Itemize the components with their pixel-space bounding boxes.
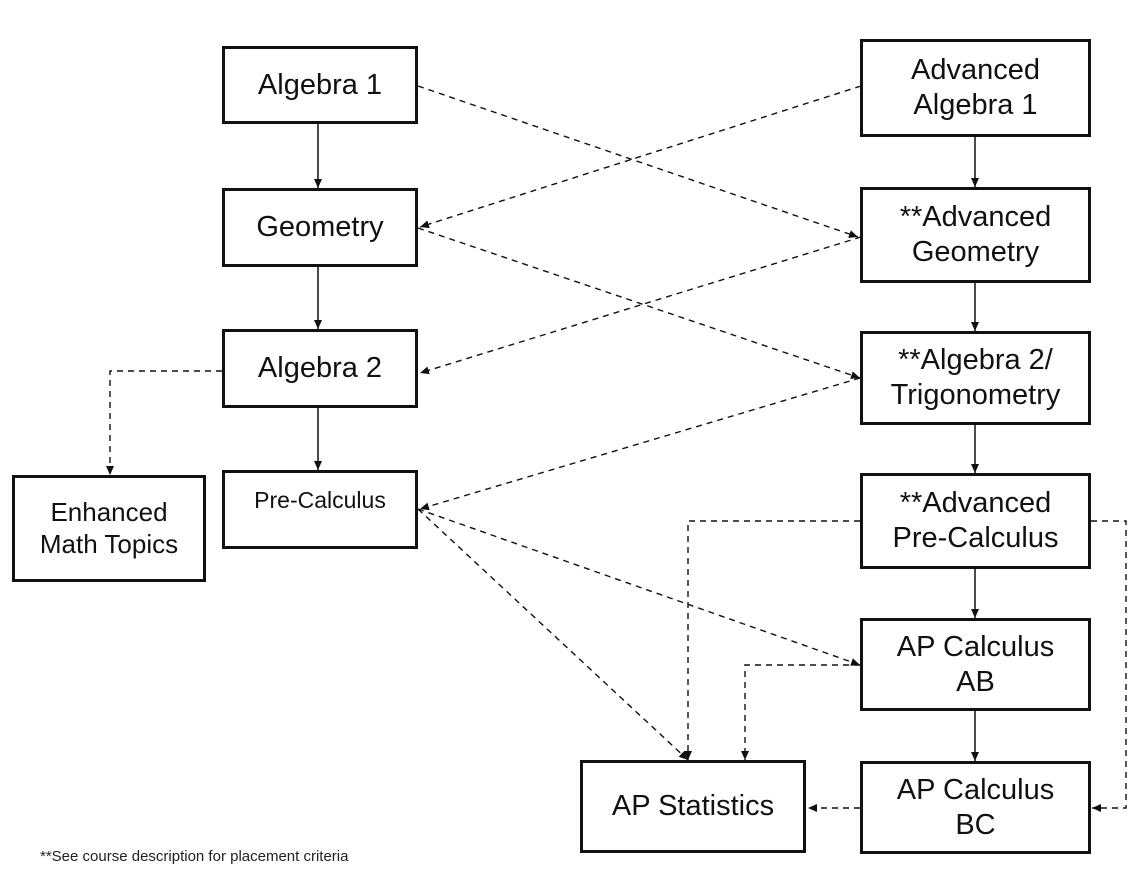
node-ap-statistics: AP Statistics bbox=[580, 760, 806, 853]
node-ap-calculus-bc: AP Calculus BC bbox=[860, 761, 1091, 854]
edge-advprecalc-to-apcalcbc bbox=[1091, 520, 1127, 812]
edge-alg2trig-to-precalc bbox=[419, 377, 861, 511]
edge-precalc-to-apstats bbox=[417, 508, 689, 761]
node-advanced-algebra-1: Advanced Algebra 1 bbox=[860, 39, 1091, 137]
placement-footnote: **See course description for placement c… bbox=[40, 848, 349, 865]
node-algebra-1: Algebra 1 bbox=[222, 46, 418, 124]
edge-advprecalc-to-apstats bbox=[684, 520, 860, 760]
edge-advalg1-to-geometry bbox=[419, 85, 862, 229]
node-algebra-2: Algebra 2 bbox=[222, 329, 418, 408]
edge-algebra2-to-enhanced bbox=[106, 370, 222, 475]
node-algebra-2-trigonometry: **Algebra 2/ Trigonometry bbox=[860, 331, 1091, 425]
edge-algebra1-to-advgeo bbox=[417, 85, 859, 238]
edge-geometry-to-alg2trig bbox=[417, 227, 861, 379]
node-enhanced-math-topics: Enhanced Math Topics bbox=[12, 475, 206, 582]
node-advanced-pre-calculus: **Advanced Pre-Calculus bbox=[860, 473, 1091, 569]
edge-apcalcab-to-apstats bbox=[741, 664, 860, 760]
node-pre-calculus: Pre-Calculus bbox=[222, 470, 418, 549]
node-advanced-geometry: **Advanced Geometry bbox=[860, 187, 1091, 283]
node-ap-calculus-ab: AP Calculus AB bbox=[860, 618, 1091, 711]
edge-advgeo-to-algebra2 bbox=[419, 236, 862, 375]
edge-precalc-to-apcalcab bbox=[417, 508, 861, 666]
node-geometry: Geometry bbox=[222, 188, 418, 267]
